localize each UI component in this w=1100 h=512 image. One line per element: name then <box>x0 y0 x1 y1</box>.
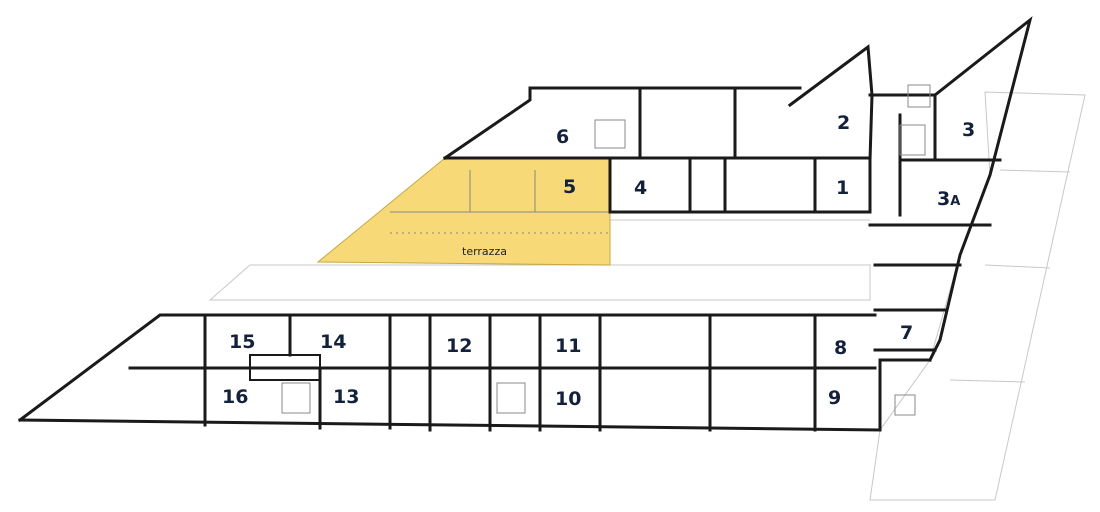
lower-building-walls <box>17 313 932 432</box>
unit-label-6[interactable]: 6 <box>556 126 569 148</box>
unit-3a-suffix: A <box>950 194 960 209</box>
unit-label-10[interactable]: 10 <box>555 388 581 410</box>
unit-label-9[interactable]: 9 <box>828 387 841 409</box>
terrace-label: terrazza <box>462 245 507 258</box>
svg-text:3A: 3A <box>937 188 960 210</box>
unit-label-13[interactable]: 13 <box>333 386 359 408</box>
upper-building-walls <box>442 16 1033 363</box>
unit-label-16[interactable]: 16 <box>222 386 248 408</box>
unit-label-3[interactable]: 3 <box>962 119 975 141</box>
unit-label-12[interactable]: 12 <box>446 335 472 357</box>
unit-label-2[interactable]: 2 <box>837 112 850 134</box>
unit-label-14[interactable]: 14 <box>320 331 346 353</box>
right-terrace <box>869 91 1086 501</box>
unit-label-3a[interactable]: 3A <box>937 188 960 210</box>
unit-3a-number: 3 <box>937 188 950 210</box>
unit-label-7[interactable]: 7 <box>900 322 913 344</box>
unit-label-1[interactable]: 1 <box>836 177 849 199</box>
unit-5-highlight[interactable] <box>316 157 611 266</box>
unit-label-4[interactable]: 4 <box>634 177 647 199</box>
unit-labels: 1 2 3 3A 4 5 6 7 8 9 10 11 12 13 14 15 1… <box>222 112 975 410</box>
unit-label-8[interactable]: 8 <box>834 337 847 359</box>
unit-label-5[interactable]: 5 <box>563 176 576 198</box>
unit-label-15[interactable]: 15 <box>229 331 255 353</box>
unit-label-11[interactable]: 11 <box>555 335 581 357</box>
